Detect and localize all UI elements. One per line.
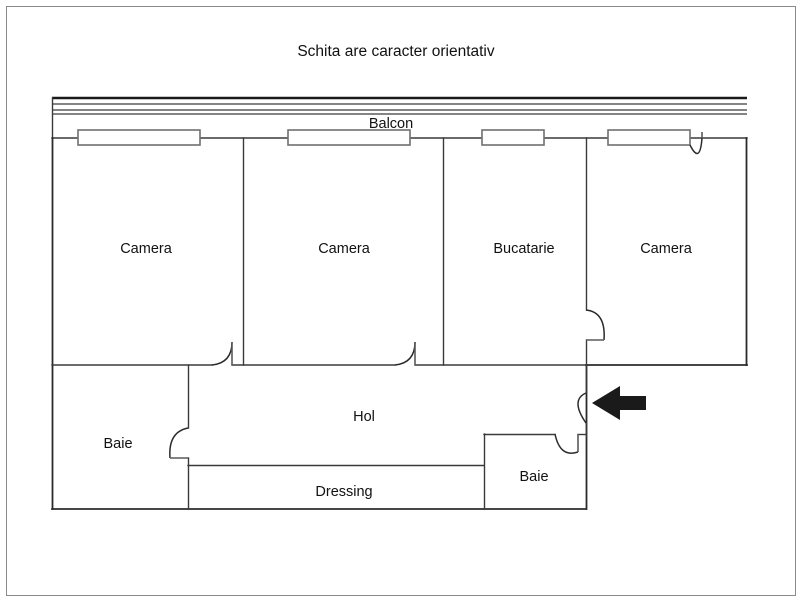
room-label-baie-1: Baie — [103, 436, 132, 452]
door-arc-baie2 — [554, 433, 579, 454]
doors-group — [169, 132, 703, 459]
room-label-camera-3: Camera — [640, 241, 693, 257]
windows-group — [77, 129, 691, 146]
room-label-hol: Hol — [353, 409, 375, 425]
room-label-balcon: Balcon — [369, 116, 413, 132]
room-label-dressing: Dressing — [315, 484, 372, 500]
page-frame — [6, 6, 796, 596]
entry-direction-arrow — [592, 386, 646, 420]
room-label-bucatarie: Bucatarie — [493, 241, 554, 257]
interior-walls-group — [51, 137, 588, 510]
room-label-camera-2: Camera — [318, 241, 371, 257]
window-camera2 — [287, 129, 411, 146]
arrow-glyph — [592, 386, 646, 420]
room-label-camera-1: Camera — [120, 241, 173, 257]
page-title: Schita are caracter orientativ — [297, 43, 495, 60]
outer-walls-group — [51, 137, 748, 510]
door-arc-entry — [577, 392, 587, 424]
door-arc-baie1 — [169, 427, 189, 459]
room-label-baie-2: Baie — [519, 469, 548, 485]
door-arc-camera1 — [211, 341, 233, 366]
balcony-group — [51, 96, 747, 139]
door-arc-balcony-camera3 — [689, 137, 703, 155]
window-bucatarie — [481, 129, 545, 146]
window-camera1 — [77, 129, 201, 146]
door-arc-bucatarie — [585, 309, 605, 341]
door-arc-camera2 — [394, 341, 416, 366]
window-camera3 — [607, 129, 691, 146]
